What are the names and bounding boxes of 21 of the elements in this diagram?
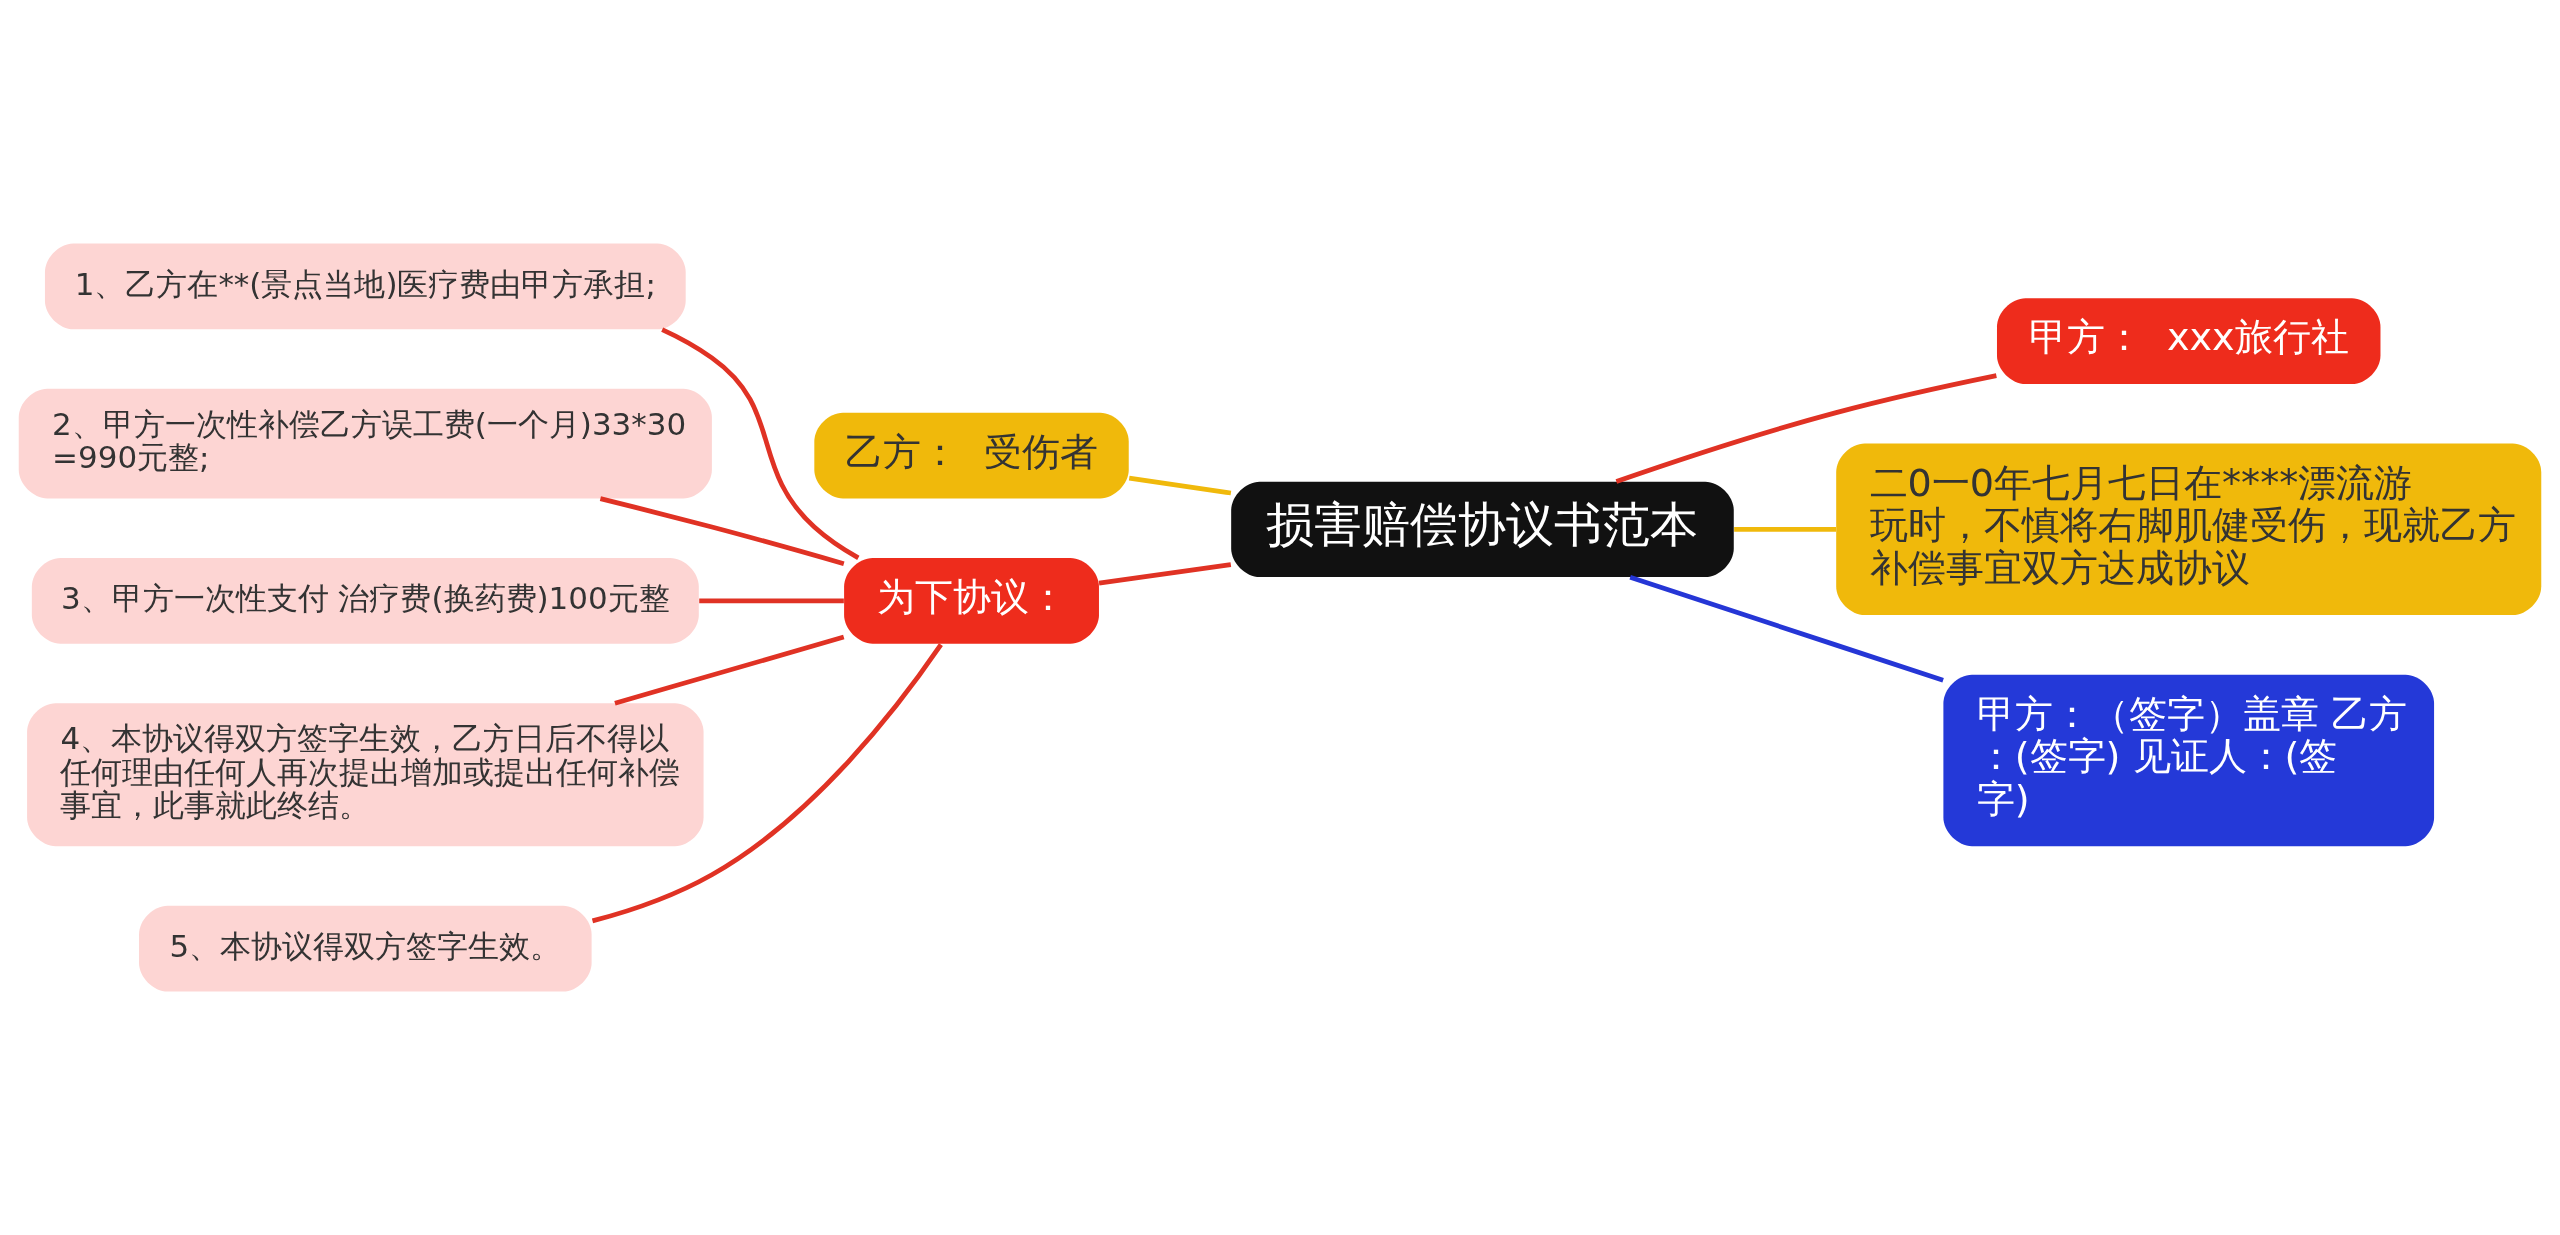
node-box: 甲方：（签字）盖章 乙方：(签字) 见证人：(签字) [1943,674,2435,847]
node-box: 为下协议： [844,557,1099,644]
node-box: 损害赔偿协议书范本 [1231,481,1734,577]
node-box: 乙方： 受伤者 [814,412,1129,499]
connector [591,643,943,924]
connector [1629,575,1944,683]
node-box: 5、本协议得双方签字生效。 [139,905,592,992]
node-box: 甲方： xxx旅行社 [1997,298,2381,385]
node-box: 3、甲方一次性支付 治疗费(换药费)100元整 [31,557,699,644]
connector [699,598,844,604]
connector [614,634,845,706]
connector [661,327,860,560]
connector [1098,562,1232,586]
connector [599,496,845,566]
connector [1734,527,1837,532]
node-box: 4、本协议得双方签字生效，乙方日后不得以任何理由任何人再次提出增加或提出任何补偿事宜，此事就此终结。 [27,703,704,847]
node-box: 2、甲方一次性补偿乙方误工费(一个月)33*30=990元整; [18,388,712,499]
connector [1615,373,1997,484]
node-box: 二0一0年七月七日在****漂流游玩时，不慎将右脚肌健受伤，现就乙方补偿事宜双方达成协议 [1836,443,2542,616]
node-box: 1、乙方在**(景点当地)医疗费由甲方承担; [44,243,686,330]
connector [1128,475,1232,496]
